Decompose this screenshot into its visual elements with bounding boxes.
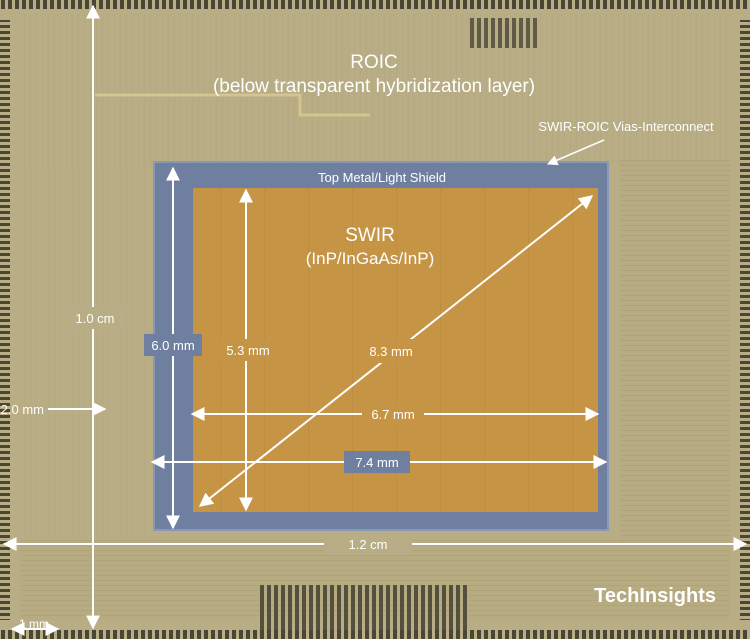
shield-height-label-bg bbox=[144, 334, 202, 356]
roic-title: ROIC bbox=[350, 52, 398, 73]
vias-pointer-arrow bbox=[547, 139, 605, 166]
bond-pads-right bbox=[740, 20, 750, 620]
scale-bar-label: 1 mm bbox=[19, 617, 49, 631]
die-height-label-bg bbox=[66, 307, 122, 329]
swir-diagonal-label: 8.3 mm bbox=[369, 344, 412, 359]
bond-pads-bottom bbox=[0, 630, 750, 639]
swir-height-label: 5.3 mm bbox=[226, 343, 269, 358]
die-width-label: 1.2 cm bbox=[348, 537, 387, 552]
die-width-label-bg bbox=[324, 533, 412, 555]
roic-subtitle: (below transparent hybridization layer) bbox=[213, 76, 535, 97]
swir-height-label-bg bbox=[220, 339, 276, 361]
vias-interconnect-label: SWIR-ROIC Vias-Interconnect bbox=[538, 119, 714, 134]
swir-diagonal-label-bg bbox=[362, 339, 420, 363]
roic-circuit-left bbox=[20, 160, 150, 540]
die-height-label: 1.0 cm bbox=[75, 311, 114, 326]
swir-title: SWIR bbox=[345, 225, 395, 246]
side-margin-label: 2.0 mm bbox=[1, 402, 44, 417]
bond-pad-block-top bbox=[470, 18, 540, 48]
top-metal-label: Top Metal/Light Shield bbox=[318, 170, 446, 185]
techinsights-logo: TechInsights bbox=[594, 585, 716, 607]
bond-pads-top bbox=[0, 0, 750, 9]
swir-subtitle: (InP/InGaAs/InP) bbox=[306, 249, 435, 268]
shield-height-label: 6.0 mm bbox=[151, 338, 194, 353]
roic-circuit-right bbox=[620, 160, 730, 540]
bond-pad-block-bottom bbox=[260, 585, 470, 630]
swir-width-label: 6.7 mm bbox=[371, 407, 414, 422]
roic-trace bbox=[95, 93, 370, 117]
bond-pads-left bbox=[0, 20, 10, 620]
swir-width-label-bg bbox=[362, 403, 424, 425]
shield-width-label: 7.4 mm bbox=[355, 455, 398, 470]
roic-circuit-top bbox=[20, 14, 730, 164]
shield-width-label-bg bbox=[344, 451, 410, 473]
